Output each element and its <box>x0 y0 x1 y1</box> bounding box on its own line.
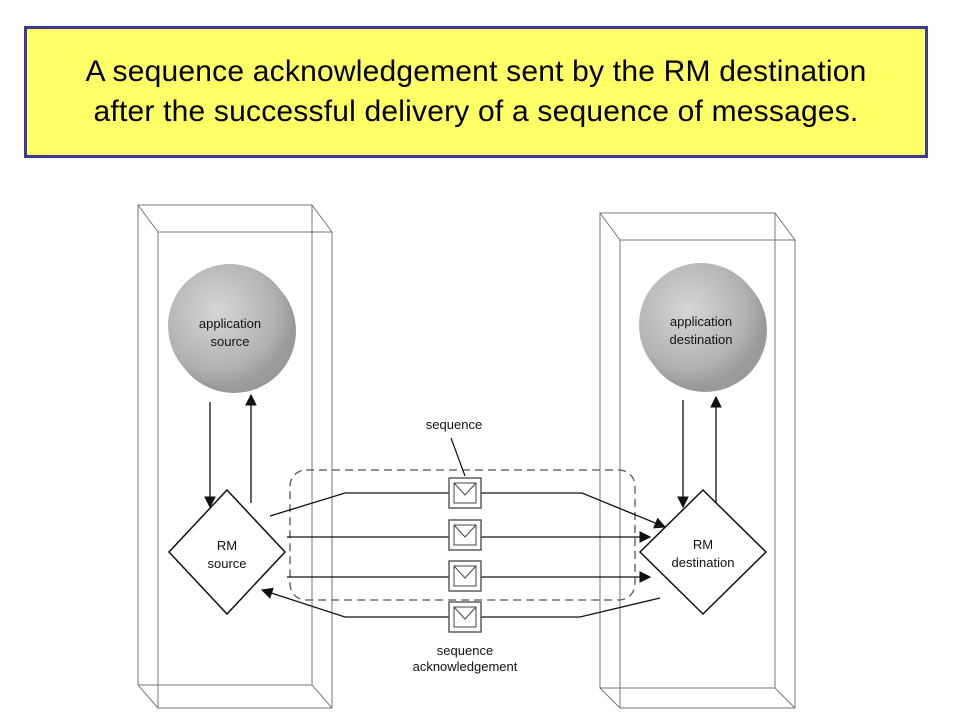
application-destination-node: application destination <box>639 263 767 392</box>
source-column <box>137 204 333 709</box>
application-source-node: application source <box>168 264 296 393</box>
application-destination-label-1: application <box>670 314 732 329</box>
ack-label-2: acknowledgement <box>413 659 518 674</box>
page-title: A sequence acknowledgement sent by the R… <box>85 55 867 128</box>
rm-destination-label-1: RM <box>693 537 713 552</box>
rm-destination-node: RM destination <box>638 488 768 616</box>
sequence-pointer <box>450 437 466 477</box>
rm-source-label-2: source <box>207 556 246 571</box>
acknowledgement-envelope-icon <box>448 601 482 633</box>
destination-column <box>599 212 796 709</box>
application-source-label-2: source <box>210 334 249 349</box>
ack-label-1: sequence <box>437 643 493 658</box>
rm-source-node: RM source <box>167 488 287 616</box>
rm-source-label-1: RM <box>217 538 237 553</box>
application-destination-label-2: destination <box>670 332 733 347</box>
sequence-label: sequence <box>426 417 482 432</box>
application-source-label-1: application <box>199 316 261 331</box>
title-box: A sequence acknowledgement sent by the R… <box>24 26 928 158</box>
message-envelope-icon <box>448 477 482 509</box>
message-envelope-icon <box>448 519 482 551</box>
message-envelope-icon <box>448 560 482 592</box>
rm-destination-label-2: destination <box>672 555 735 570</box>
